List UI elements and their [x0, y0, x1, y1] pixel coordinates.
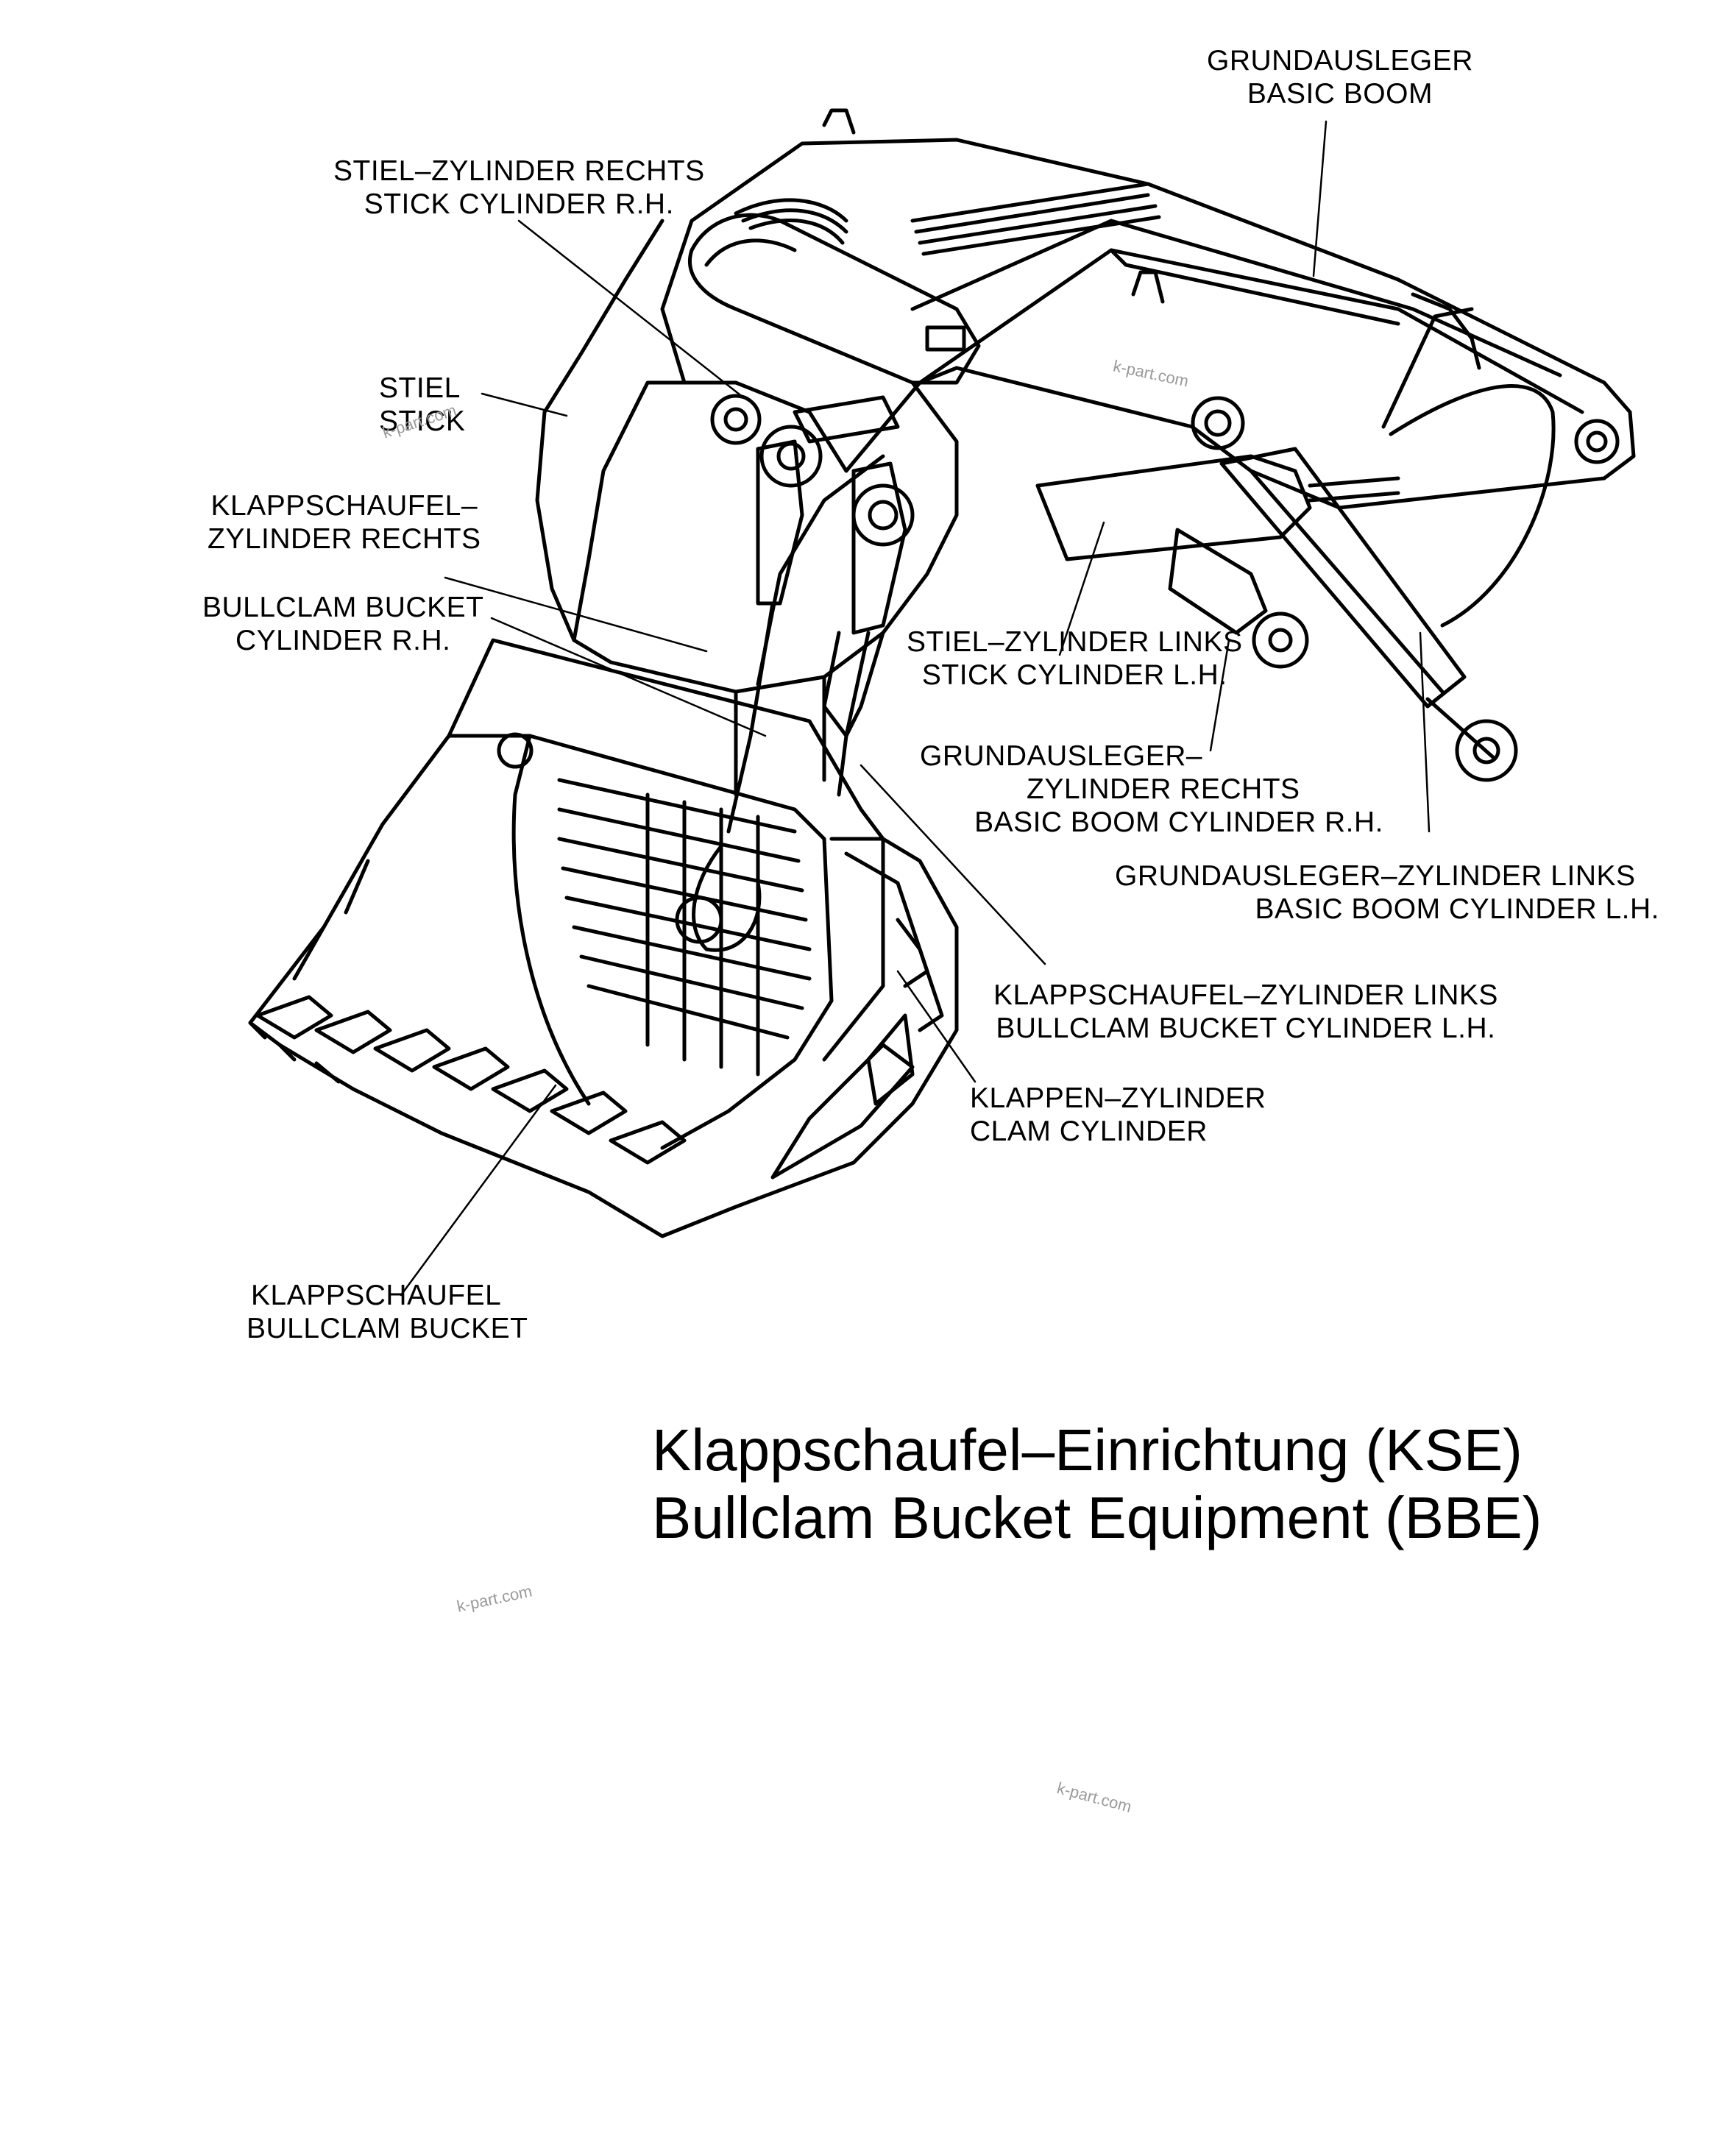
label-bullclam-bucket-cylinder-lh: KLAPPSCHAUFEL–ZYLINDER LINKS BULLCLAM BU…	[993, 979, 1498, 1044]
label-clam-cylinder: KLAPPEN–ZYLINDER CLAM CYLINDER	[970, 1082, 1266, 1147]
label-stick-cylinder-rh: STIEL–ZYLINDER RECHTS STICK CYLINDER R.H…	[333, 155, 705, 220]
label-basic-boom: GRUNDAUSLEGER BASIC BOOM	[1207, 45, 1473, 110]
label-basic-boom-cylinder-lh: GRUNDAUSLEGER–ZYLINDER LINKS BASIC BOOM …	[1115, 860, 1659, 925]
leader-lines	[400, 120, 1431, 1297]
bucket-teeth	[255, 995, 687, 1165]
stick-cylinder-rh-shape	[688, 182, 1161, 488]
label-bullclam-bucket-cylinder-rh-en: BULLCLAM BUCKET CYLINDER R.H.	[202, 592, 484, 656]
label-stick-cylinder-lh: STIEL–ZYLINDER LINKS STICK CYLINDER L.H.	[907, 626, 1243, 691]
diagram-title: Klappschaufel–Einrichtung (KSE) Bullclam…	[652, 1416, 1542, 1552]
label-stick: STIEL STICK	[379, 372, 466, 437]
bullclam-bucket-shape	[248, 638, 959, 1238]
label-bullclam-bucket: KLAPPSCHAUFEL BULLCLAM BUCKET	[247, 1280, 528, 1344]
title-english: Bullclam Bucket Equipment (BBE)	[652, 1485, 1542, 1550]
bucket-cylinders-shape	[675, 439, 915, 952]
basic-boom-cylinders-shape	[1035, 307, 1556, 782]
basic-boom-outline	[660, 108, 1636, 510]
label-bullclam-bucket-cylinder-rh-de: KLAPPSCHAUFEL– ZYLINDER RECHTS	[208, 490, 481, 555]
title-german: Klappschaufel–Einrichtung (KSE)	[652, 1417, 1523, 1483]
label-basic-boom-cylinder-rh: GRUNDAUSLEGER– ZYLINDER RECHTS BASIC BOO…	[920, 740, 1383, 838]
